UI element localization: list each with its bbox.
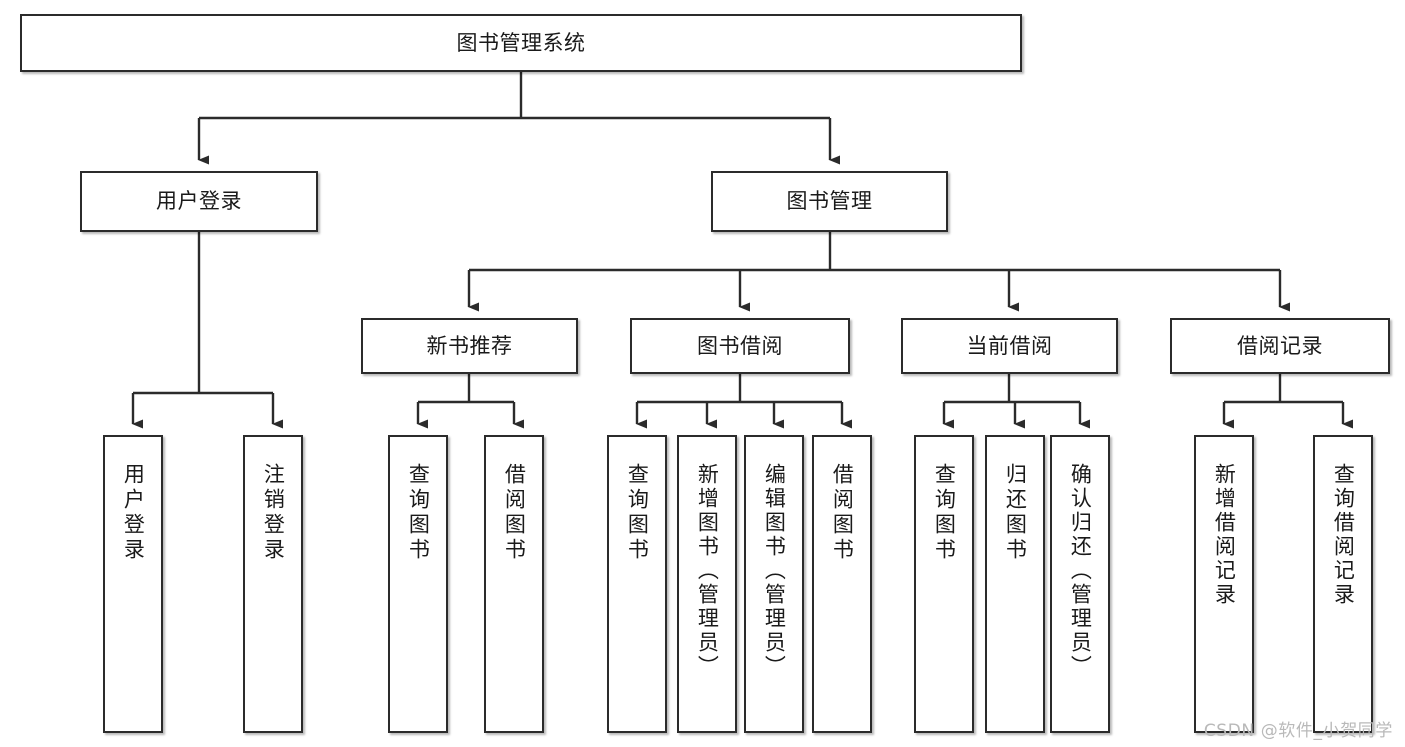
node-leaf-add-borrow-record[interactable]: 新增借阅记录 [1194,435,1254,733]
node-current-borrow-label: 当前借阅 [966,333,1053,358]
node-new-book-recommend-label: 新书推荐 [426,333,513,358]
node-book-borrow-label: 图书借阅 [697,333,783,358]
node-leaf-borrow-book-recommend[interactable]: 借阅图书 [484,435,544,733]
node-leaf-add-borrow-record-label: 新增借阅记录 [1212,463,1237,607]
node-user-login-label: 用户登录 [156,189,242,214]
node-leaf-confirm-return[interactable]: 确认归还（管理员） [1050,435,1110,733]
node-leaf-edit-book-label: 编辑图书（管理员） [762,463,787,679]
node-leaf-query-book-borrow[interactable]: 查询图书 [607,435,667,733]
node-current-borrow[interactable]: 当前借阅 [901,318,1118,374]
node-leaf-query-borrow-record-label: 查询借阅记录 [1331,463,1356,607]
node-leaf-edit-book[interactable]: 编辑图书（管理员） [744,435,804,733]
node-leaf-query-book-borrow-label: 查询图书 [625,463,650,563]
node-leaf-user-login-label: 用户登录 [121,463,146,563]
node-borrow-record-label: 借阅记录 [1237,333,1323,358]
node-leaf-add-book-label: 新增图书（管理员） [695,463,720,679]
watermark-text: CSDN @软件_小贺同学 [1203,721,1393,741]
node-leaf-borrow-book-label: 借阅图书 [830,463,855,563]
node-leaf-borrow-book[interactable]: 借阅图书 [812,435,872,733]
node-leaf-query-book-recommend-label: 查询图书 [406,463,431,563]
node-new-book-recommend[interactable]: 新书推荐 [361,318,578,374]
node-book-borrow[interactable]: 图书借阅 [630,318,850,374]
node-leaf-user-login[interactable]: 用户登录 [103,435,163,733]
node-leaf-return-book-label: 归还图书 [1003,463,1028,563]
node-user-login[interactable]: 用户登录 [80,171,318,232]
node-leaf-query-book-current-label: 查询图书 [932,463,957,563]
node-leaf-query-book-current[interactable]: 查询图书 [914,435,974,733]
node-book-management[interactable]: 图书管理 [711,171,948,232]
node-root-label: 图书管理系统 [456,30,586,55]
node-leaf-query-book-recommend[interactable]: 查询图书 [388,435,448,733]
node-leaf-query-borrow-record[interactable]: 查询借阅记录 [1313,435,1373,733]
node-borrow-record[interactable]: 借阅记录 [1170,318,1390,374]
node-root[interactable]: 图书管理系统 [20,14,1022,72]
node-leaf-logout-label: 注销登录 [261,463,286,563]
node-leaf-logout[interactable]: 注销登录 [243,435,303,733]
node-book-management-label: 图书管理 [786,189,873,214]
node-leaf-return-book[interactable]: 归还图书 [985,435,1045,733]
node-leaf-borrow-book-recommend-label: 借阅图书 [502,463,527,563]
node-leaf-add-book[interactable]: 新增图书（管理员） [677,435,737,733]
node-leaf-confirm-return-label: 确认归还（管理员） [1068,463,1093,679]
